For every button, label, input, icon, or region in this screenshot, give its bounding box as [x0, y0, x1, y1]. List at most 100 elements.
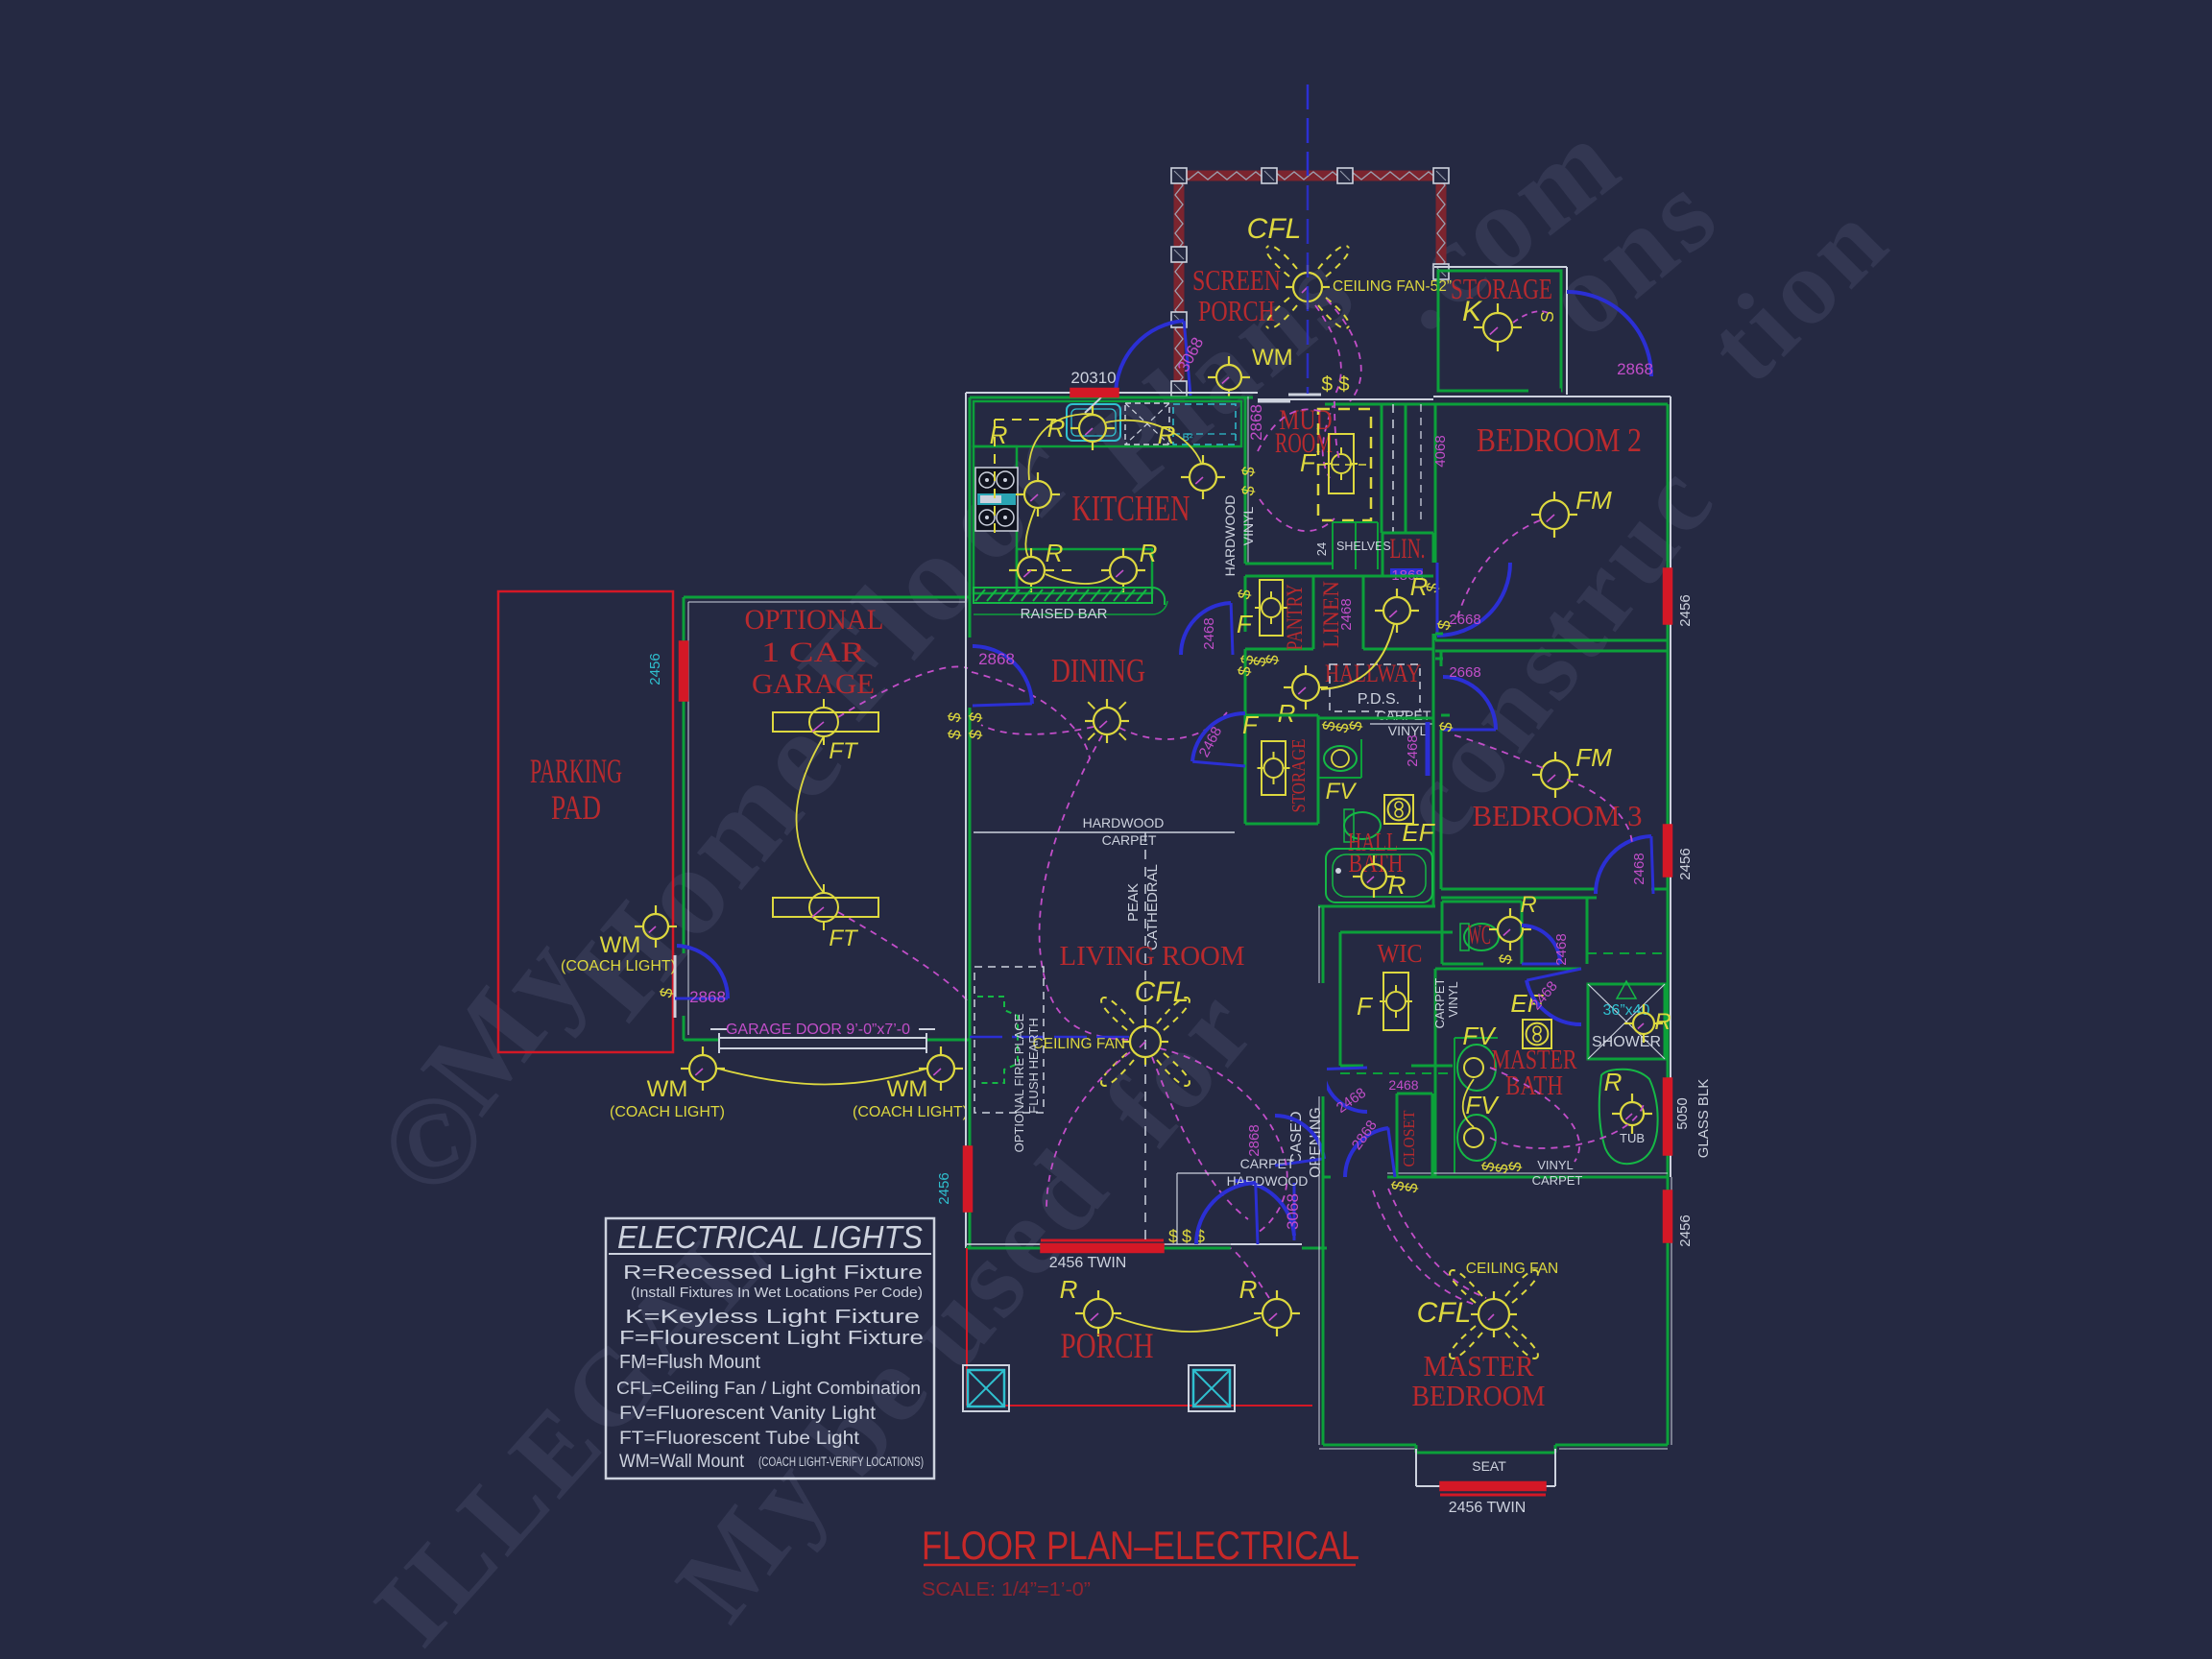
svg-text:$: $	[1249, 655, 1269, 667]
svg-text:CFL: CFL	[1417, 1297, 1472, 1329]
svg-text:$: $	[1238, 484, 1258, 496]
svg-text:$: $	[1195, 1227, 1205, 1246]
svg-text:WIC: WIC	[1378, 939, 1423, 968]
svg-text:24: 24	[1314, 542, 1329, 556]
svg-text:2456: 2456	[1677, 1214, 1694, 1246]
svg-text:WM: WM	[887, 1076, 928, 1102]
svg-text:VINYL: VINYL	[1388, 723, 1428, 738]
svg-text:2456: 2456	[647, 653, 663, 685]
svg-text:K: K	[1462, 296, 1483, 327]
svg-text:$: $	[965, 710, 985, 723]
svg-text:$: $	[1345, 719, 1365, 732]
svg-text:LIVING ROOM: LIVING ROOM	[1060, 942, 1245, 972]
svg-text:VINYL: VINYL	[1446, 981, 1460, 1018]
svg-text:FV=Fluorescent Vanity Light: FV=Fluorescent Vanity Light	[619, 1403, 877, 1424]
svg-text:2868: 2868	[689, 988, 726, 1006]
svg-text:BEDROOM: BEDROOM	[1412, 1379, 1546, 1412]
svg-text:$: $	[1262, 653, 1282, 665]
svg-text:$: $	[1504, 1160, 1525, 1172]
svg-text:$: $	[656, 986, 676, 998]
svg-text:BATH: BATH	[1505, 1070, 1563, 1101]
svg-text:CEILING FAN: CEILING FAN	[1466, 1261, 1558, 1277]
svg-text:CFL: CFL	[1247, 213, 1302, 245]
svg-text:R: R	[1047, 414, 1066, 443]
svg-text:B²: B²	[1183, 432, 1193, 444]
svg-text:2868: 2868	[1246, 1124, 1262, 1156]
svg-text:R=Recessed Light Fixture: R=Recessed Light Fixture	[623, 1262, 923, 1284]
svg-text:OPENING: OPENING	[1308, 1107, 1324, 1178]
svg-text:FLOOR PLAN–ELECTRICAL: FLOOR PLAN–ELECTRICAL	[922, 1523, 1359, 1568]
svg-text:P.D.S.: P.D.S.	[1358, 691, 1400, 708]
svg-text:CFL=Ceiling Fan / Light Comb: CFL=Ceiling Fan / Light Combination	[616, 1378, 921, 1398]
svg-text:FT: FT	[829, 926, 859, 951]
svg-text:(COACH LIGHT): (COACH LIGHT)	[853, 1104, 968, 1120]
svg-text:2456 TWIN: 2456 TWIN	[1449, 1500, 1527, 1516]
svg-text:TUB: TUB	[1620, 1131, 1645, 1145]
svg-text:R: R	[1654, 1009, 1671, 1035]
svg-text:$: $	[1491, 1162, 1511, 1174]
svg-text:FV: FV	[1465, 1091, 1500, 1119]
svg-text:CARPET: CARPET	[1532, 1173, 1583, 1188]
svg-text:LINEN: LINEN	[1319, 581, 1343, 648]
svg-text:2468: 2468	[1553, 933, 1570, 965]
svg-text:FT: FT	[829, 738, 859, 764]
svg-text:2456: 2456	[1677, 594, 1694, 626]
svg-text:K=Keyless Light Fixture: K=Keyless Light Fixture	[625, 1307, 920, 1328]
svg-text:FV: FV	[1462, 1022, 1497, 1050]
svg-text:HALL: HALL	[1348, 828, 1398, 856]
svg-text:PEAK: PEAK	[1125, 883, 1142, 922]
svg-text:2468: 2468	[1338, 598, 1355, 630]
svg-text:FLUSH HEARTH: FLUSH HEARTH	[1026, 1018, 1041, 1113]
svg-text:SCREEN: SCREEN	[1192, 263, 1281, 297]
svg-text:DINING: DINING	[1051, 652, 1145, 689]
svg-text:2668: 2668	[1449, 664, 1480, 681]
svg-text:5050: 5050	[1674, 1097, 1691, 1129]
svg-text:2868: 2868	[1617, 360, 1653, 378]
svg-text:ELECTRICAL LIGHTS: ELECTRICAL LIGHTS	[617, 1219, 923, 1255]
svg-text:EF: EF	[1402, 818, 1435, 847]
svg-text:$: $	[944, 728, 964, 740]
svg-text:CARPET: CARPET	[1377, 708, 1431, 723]
svg-text:CLOSET: CLOSET	[1400, 1110, 1418, 1167]
svg-text:FM=Flush Mount: FM=Flush Mount	[619, 1352, 760, 1373]
svg-text:GLASS BLK: GLASS BLK	[1695, 1079, 1712, 1159]
svg-text:BATH: BATH	[1349, 849, 1404, 878]
svg-text:FM: FM	[1575, 743, 1612, 772]
svg-text:PAD: PAD	[551, 788, 601, 827]
svg-text:2456 TWIN: 2456 TWIN	[1049, 1255, 1127, 1271]
svg-text:$: $	[1237, 653, 1257, 665]
svg-text:FV: FV	[1326, 779, 1358, 805]
svg-text:2868: 2868	[1247, 404, 1265, 441]
svg-text:BEDROOM 3: BEDROOM 3	[1473, 799, 1643, 832]
svg-text:$: $	[1495, 952, 1515, 965]
svg-text:CFL: CFL	[1135, 976, 1190, 1008]
svg-text:STORAGE: STORAGE	[1451, 272, 1552, 305]
svg-text:CEILING FAN-52”: CEILING FAN-52”	[1333, 278, 1452, 295]
svg-text:R: R	[1140, 539, 1158, 567]
svg-text:$: $	[1387, 1179, 1407, 1191]
svg-text:GARAGE DOOR 9’-0”x7’-0: GARAGE DOOR 9’-0”x7’-0	[726, 1022, 910, 1038]
svg-text:(COACH LIGHT-VERIFY LOCATIONS): (COACH LIGHT-VERIFY LOCATIONS)	[758, 1455, 924, 1469]
svg-text:$: $	[1318, 719, 1338, 732]
svg-text:2868: 2868	[978, 650, 1015, 668]
svg-text:$: $	[1332, 721, 1352, 733]
svg-text:BEDROOM 2: BEDROOM 2	[1477, 421, 1642, 459]
svg-text:S: S	[1538, 311, 1557, 323]
svg-text:ROOM: ROOM	[1275, 427, 1333, 459]
svg-text:(Install Fixtures In Wet Locat: (Install Fixtures In Wet Locations Per C…	[631, 1285, 923, 1301]
svg-text:2668: 2668	[1449, 612, 1480, 628]
svg-text:WM=Wall Mount: WM=Wall Mount	[619, 1451, 745, 1472]
svg-text:RAISED BAR: RAISED BAR	[1021, 606, 1108, 622]
svg-text:HARDWOOD: HARDWOOD	[1083, 815, 1165, 830]
svg-text:R: R	[1060, 1275, 1078, 1304]
svg-text:R: R	[1410, 572, 1429, 601]
svg-text:R: R	[1520, 892, 1536, 918]
svg-text:R: R	[1278, 699, 1296, 728]
svg-text:WM: WM	[600, 932, 641, 958]
svg-text:STORAGE: STORAGE	[1288, 739, 1310, 813]
svg-text:$ $: $ $	[1321, 373, 1350, 396]
svg-text:SHELVES: SHELVES	[1336, 540, 1391, 553]
svg-text:$: $	[1401, 1181, 1421, 1193]
svg-text:2468: 2468	[1201, 617, 1217, 649]
svg-text:PORCH: PORCH	[1198, 294, 1275, 327]
